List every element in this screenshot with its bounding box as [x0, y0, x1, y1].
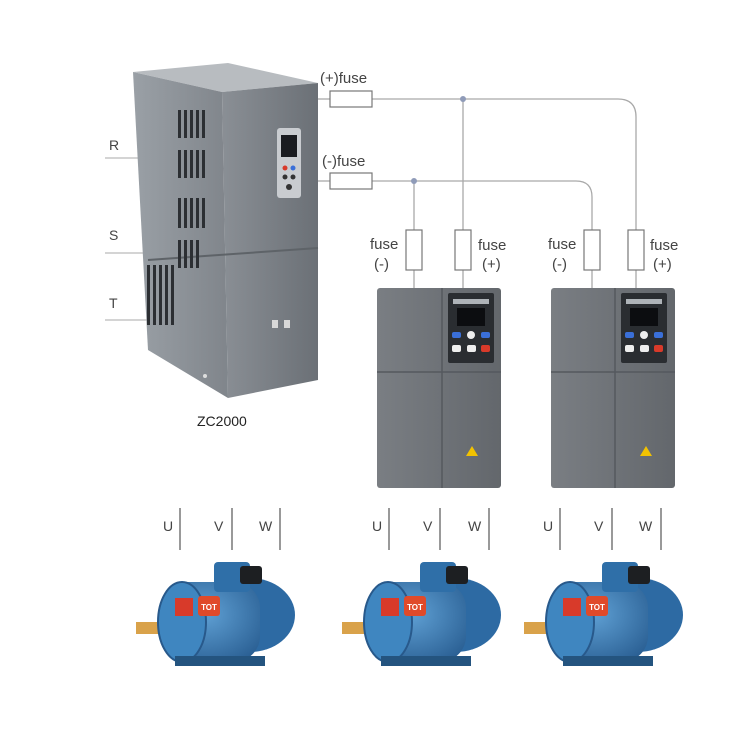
- motor-3: TOT: [524, 562, 683, 666]
- motor-nameplate: [381, 598, 399, 616]
- drive2-warning-icon: [640, 446, 652, 456]
- drive1-pos-fuse: [454, 229, 472, 271]
- neg-bus-fuse-label: (-)fuse: [322, 153, 366, 170]
- motor-badge-text: TOT: [407, 603, 423, 612]
- drive-unit-1: [377, 288, 501, 488]
- motor-shaft: [524, 622, 552, 634]
- motor-badge-text: TOT: [589, 603, 605, 612]
- cabinet-front: [222, 83, 318, 398]
- drive2-neg-fuse: [583, 229, 601, 271]
- main-inverter-cabinet: [133, 63, 319, 398]
- pos-junction-dot: [460, 96, 466, 102]
- motor-badge: [198, 596, 220, 616]
- cabinet-sticker: [272, 320, 278, 328]
- main-unit-model: ZC2000: [197, 413, 247, 429]
- drive1-warning-icon: [466, 446, 478, 456]
- cabinet-vents-lower: [147, 265, 174, 325]
- motor-nameplate: [175, 598, 193, 616]
- drive2-pos-fuse: [627, 229, 645, 271]
- cabinet-vents-upper: [178, 110, 205, 268]
- cabinet-screw: [203, 374, 207, 378]
- phase-label-r: R: [109, 137, 120, 153]
- pos-bus-fuse-label: (+)fuse: [320, 70, 368, 87]
- motor-2: TOT: [342, 562, 501, 666]
- cabinet-sticker: [284, 320, 290, 328]
- drive2-pos-fuse-word: fuse: [650, 237, 679, 254]
- drive2-neg-fuse-polarity: (-): [552, 256, 567, 273]
- motor2-terminal-u: U: [372, 518, 383, 534]
- cabinet-keypad: [277, 128, 301, 198]
- motor-shaft: [342, 622, 370, 634]
- motor3-terminal-v: V: [594, 518, 604, 534]
- motor3-terminal-w: W: [639, 518, 653, 534]
- dc-bus-wiring: [318, 98, 637, 288]
- neg-bus-fuse: [329, 172, 373, 190]
- neg-junction-dot: [411, 178, 417, 184]
- motor2-terminal-v: V: [423, 518, 433, 534]
- motor2-terminal-w: W: [468, 518, 482, 534]
- drive1-pos-fuse-polarity: (+): [482, 256, 501, 273]
- drive1-neg-fuse: [405, 229, 423, 271]
- motor3-terminal-u: U: [543, 518, 554, 534]
- drive-unit-2: [551, 288, 675, 488]
- drive1-pos-fuse-word: fuse: [478, 237, 507, 254]
- motor1-terminal-w: W: [259, 518, 273, 534]
- cabinet-seam: [147, 247, 319, 261]
- motor1-terminal-v: V: [214, 518, 224, 534]
- motor-nameplate: [563, 598, 581, 616]
- cabinet-top: [133, 63, 318, 92]
- phase-label-t: T: [109, 295, 118, 311]
- motor1-terminal-u: U: [163, 518, 174, 534]
- drive1-neg-fuse-polarity: (-): [374, 256, 389, 273]
- motor-1: TOT: [136, 562, 295, 666]
- motor-shaft: [136, 622, 164, 634]
- motor-badge-text: TOT: [201, 603, 217, 612]
- motor-badge: [404, 596, 426, 616]
- motor-output-lines: [179, 508, 662, 550]
- pos-bus-fuse: [329, 90, 373, 108]
- motor-badge: [586, 596, 608, 616]
- drive2-neg-fuse-word: fuse: [548, 236, 577, 253]
- neg-bus-line: [372, 180, 593, 230]
- drive1-neg-fuse-word: fuse: [370, 236, 399, 253]
- phase-label-s: S: [109, 227, 119, 243]
- drive2-pos-fuse-polarity: (+): [653, 256, 672, 273]
- pos-bus-line: [372, 98, 637, 230]
